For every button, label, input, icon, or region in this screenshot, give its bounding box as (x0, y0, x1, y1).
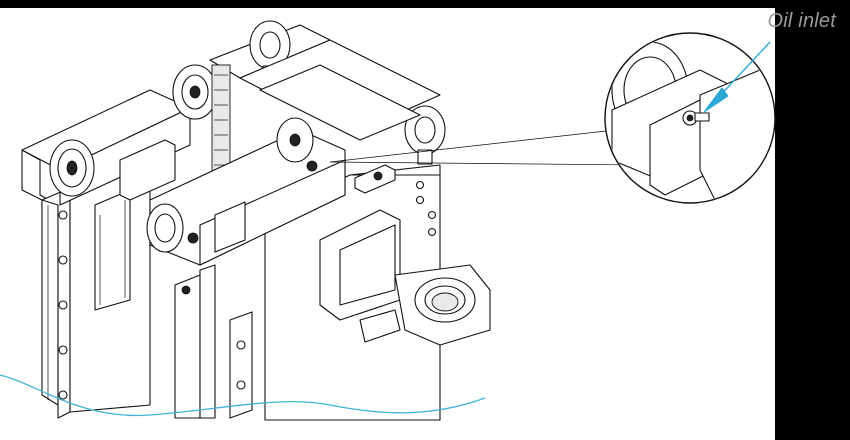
carriage-plate (146, 117, 346, 266)
top-frame (119, 39, 441, 201)
callout-leader (329, 129, 616, 163)
oil-fitting-small (354, 164, 396, 194)
eye-bolt-right (404, 105, 446, 165)
oil-inlet-pointer (703, 41, 771, 113)
ring-bracket (319, 209, 491, 346)
housing-bolts (415, 180, 437, 237)
rail-bolts (58, 210, 68, 400)
oil-inlet-label: Oil inlet (767, 10, 836, 32)
rear-plate (69, 149, 151, 413)
cut-wave (0, 374, 486, 417)
left-vertical-rail (21, 149, 71, 419)
lower-guides (174, 264, 253, 419)
left-pulley-block (21, 89, 191, 206)
